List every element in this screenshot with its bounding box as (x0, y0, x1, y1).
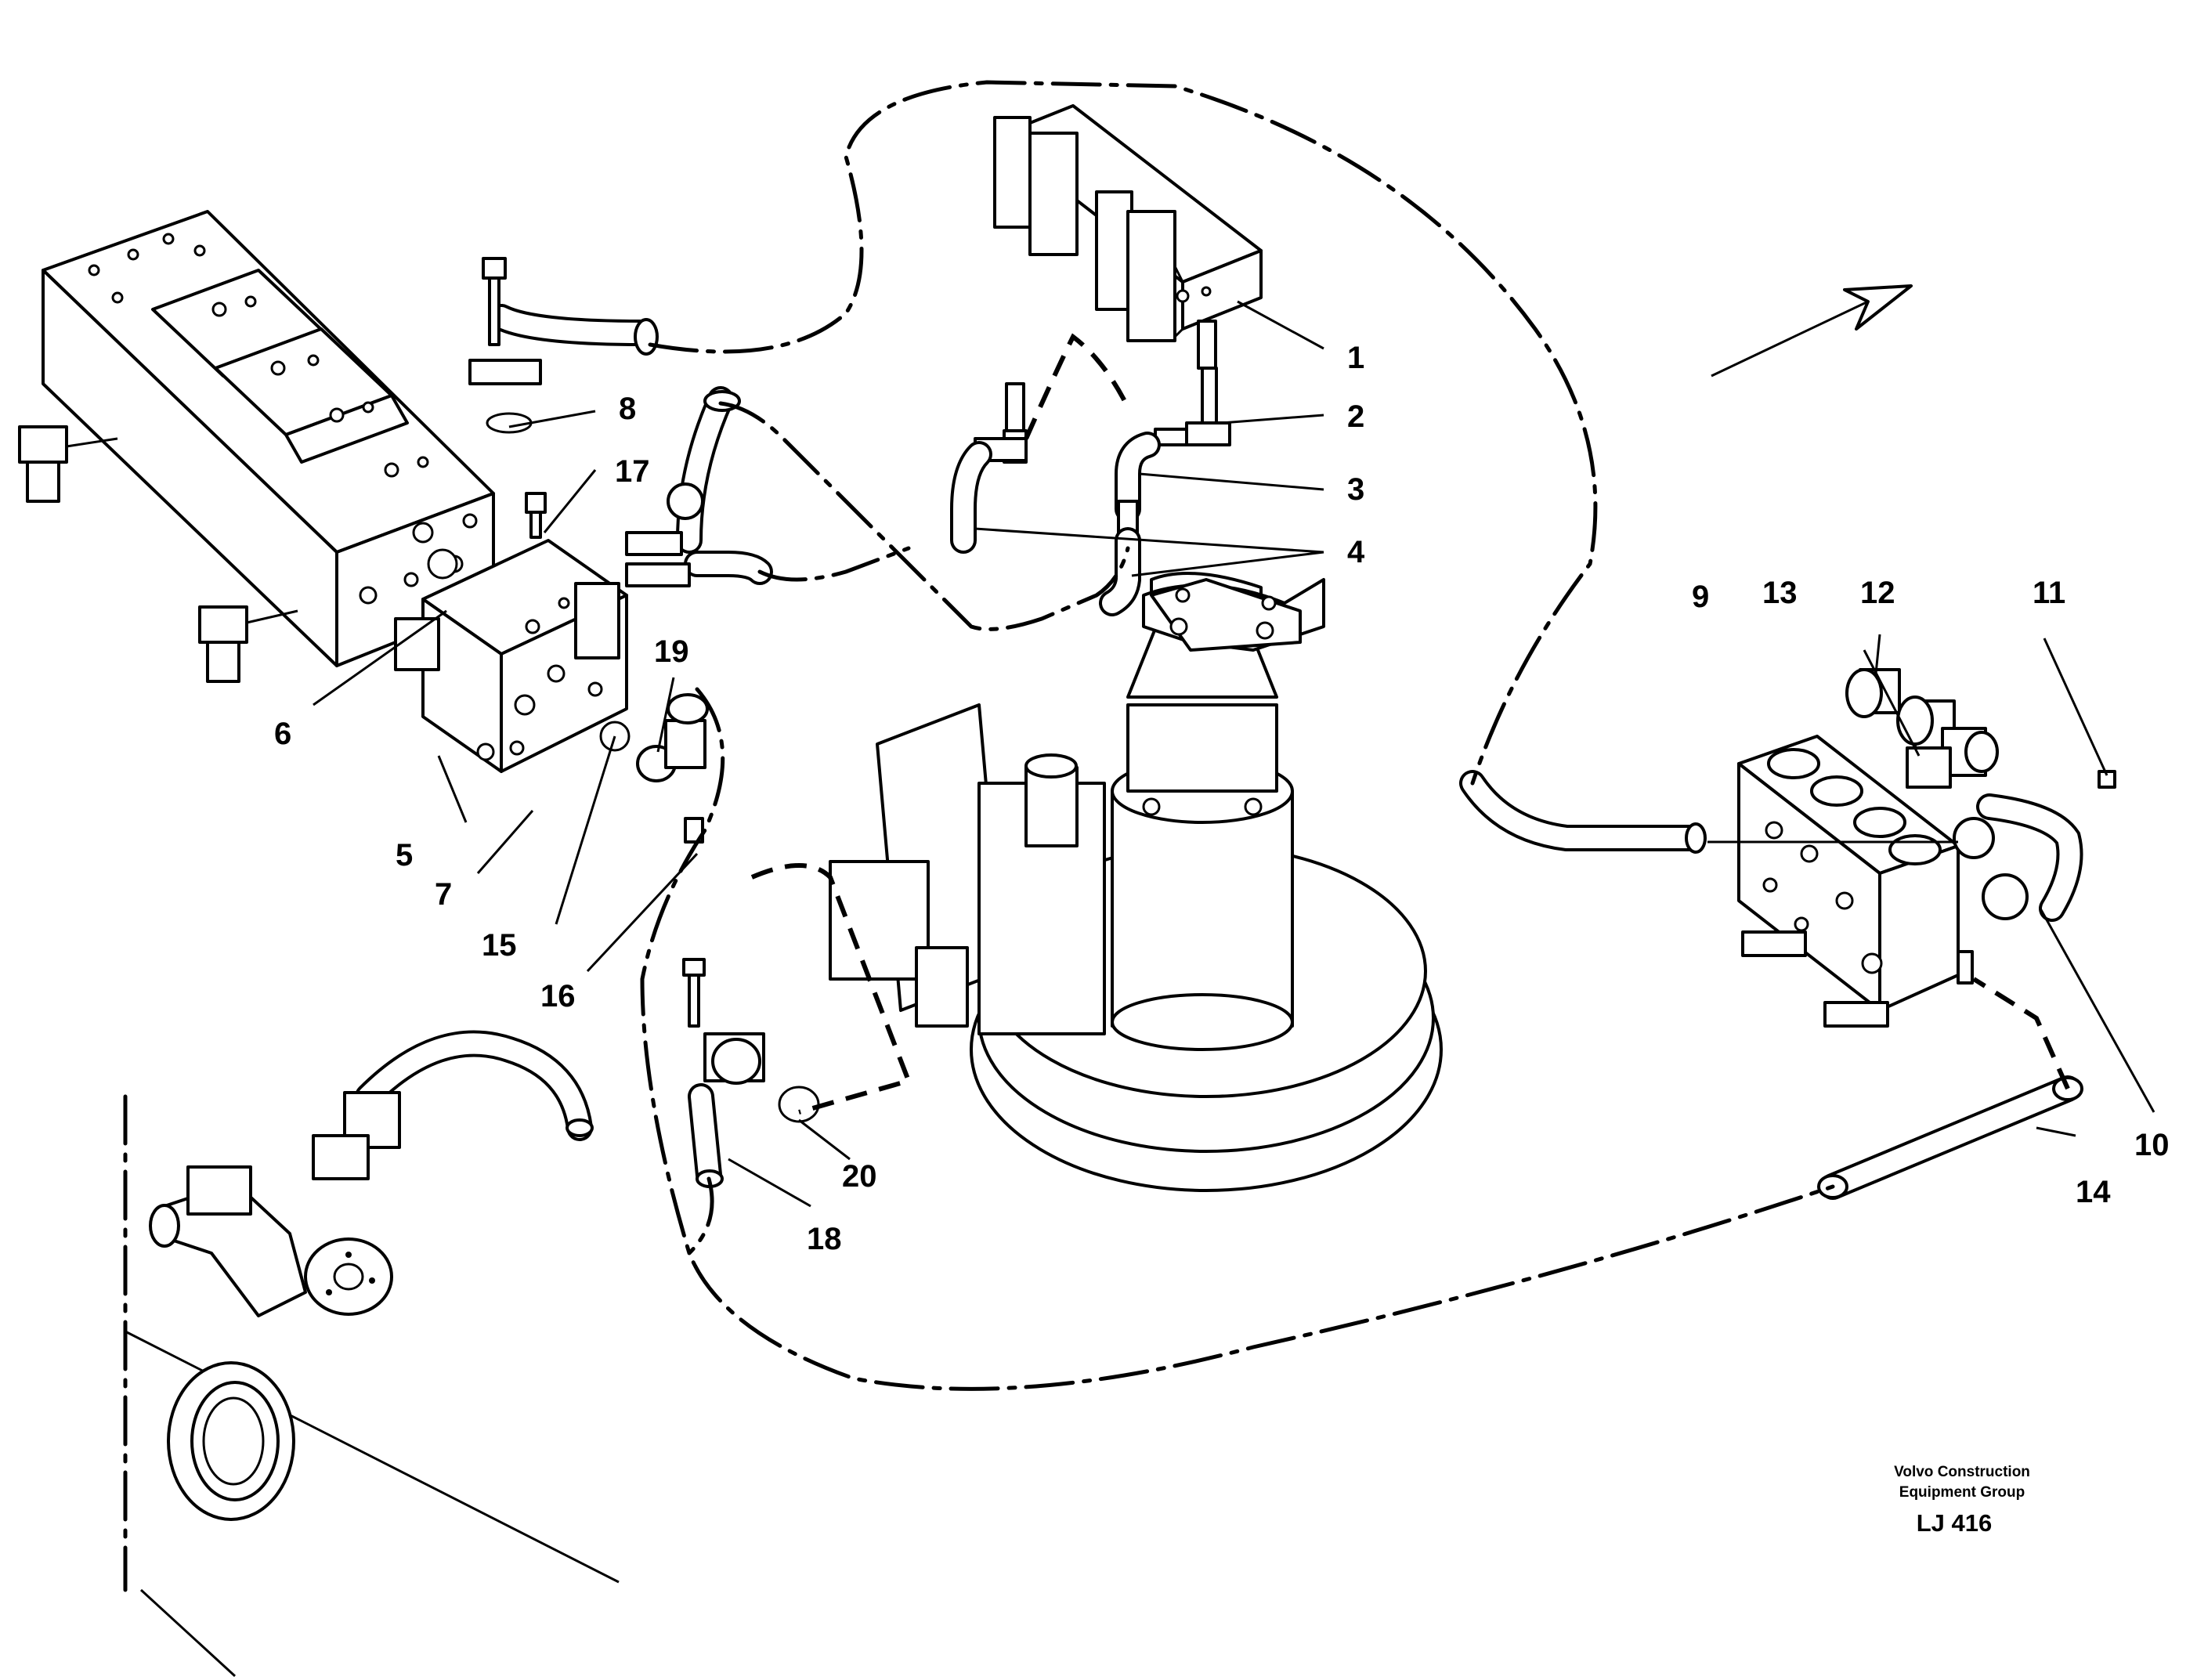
callout-20: 20 (842, 1159, 877, 1194)
callout-2: 2 (1347, 399, 1364, 434)
callout-16: 16 (540, 979, 576, 1013)
hose-assemblies (625, 386, 773, 587)
callout-8: 8 (619, 392, 636, 426)
front-arrow (1711, 284, 1913, 378)
lower-elbow-18 (682, 958, 820, 1188)
sensor-fittings (950, 382, 1231, 616)
drawing-number: LJ 416 (1917, 1509, 1993, 1537)
screw-17 (525, 492, 547, 539)
callout-3: 3 (1347, 472, 1364, 507)
return-hose (149, 1030, 594, 1317)
callout-13: 13 (1762, 576, 1798, 610)
callout-12: 12 (1860, 576, 1895, 610)
leader-lines (313, 300, 2155, 1208)
callout-10: 10 (2134, 1128, 2170, 1162)
callout-5: 5 (396, 838, 413, 873)
solenoid-valve-block (394, 539, 631, 773)
credit-line-2: Equipment Group (1899, 1484, 2025, 1501)
credit-line-1: Volvo Construction (1894, 1464, 2030, 1480)
callout-18: 18 (807, 1222, 842, 1256)
relay-box (993, 104, 1263, 425)
callout-7: 7 (435, 877, 452, 912)
callout-6: 6 (274, 717, 291, 751)
swing-motor (829, 572, 1443, 1192)
valve-holes (88, 233, 478, 605)
callout-14: 14 (2076, 1175, 2111, 1209)
callout-19: 19 (654, 634, 689, 669)
right-fittings (1845, 668, 2116, 922)
callouts: 1 2 3 4 5 6 7 8 9 10 11 12 13 14 15 16 1… (274, 341, 2170, 1256)
hose-14 (1817, 1075, 2083, 1200)
hose-9 (1459, 770, 1707, 854)
callout-1: 1 (1347, 341, 1364, 375)
cable-routes (640, 80, 2070, 1391)
callout-17: 17 (615, 454, 650, 489)
callout-15: 15 (482, 928, 517, 963)
elbow-19 (636, 693, 709, 844)
upper-elbow-fitting (468, 257, 659, 434)
callout-11: 11 (2033, 576, 2065, 610)
callout-9: 9 (1692, 580, 1709, 614)
chassis-frame (123, 1094, 620, 1678)
credit-block: Volvo Construction Equipment Group LJ 41… (1894, 1464, 2030, 1537)
callout-4: 4 (1347, 535, 1365, 569)
main-control-valve (18, 210, 495, 683)
